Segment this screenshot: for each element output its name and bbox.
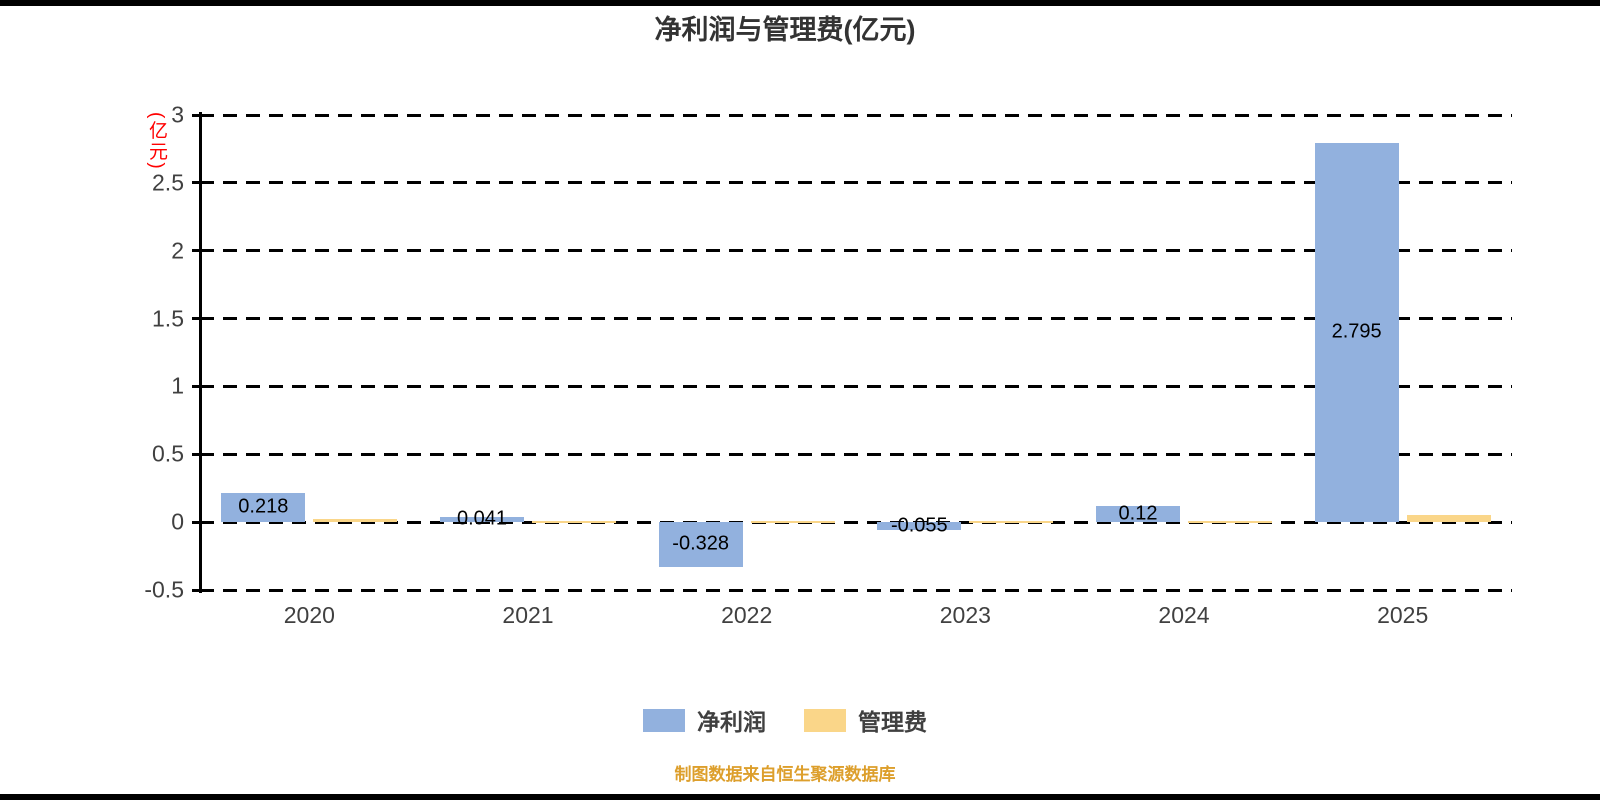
bar-series1-2020[interactable] — [221, 492, 306, 523]
bar-series2-2024[interactable] — [1188, 520, 1272, 523]
bar-value-label-2020: 0.218 — [238, 495, 289, 518]
bar-series2-2020[interactable] — [313, 519, 398, 523]
legend-item-management-fee[interactable]: 管理费 — [804, 703, 927, 737]
bar-series1-2025[interactable] — [1314, 142, 1399, 523]
y-tick-label: 0.5 — [152, 440, 184, 467]
bar-series2-2023[interactable] — [969, 521, 1054, 524]
bar-value-label-2023: -0.055 — [890, 514, 948, 537]
source-note: 制图数据来自恒生聚源数据库 — [674, 765, 896, 784]
x-tick-label-2022: 2022 — [721, 602, 773, 628]
y-tick-label: 2 — [171, 237, 184, 264]
x-tick-label-2024: 2024 — [1158, 602, 1210, 628]
gridline-y-3 — [200, 113, 1512, 117]
gridline-y-1.5 — [200, 317, 1512, 321]
x-tick-label-2025: 2025 — [1377, 602, 1429, 628]
y-tick-mark — [192, 384, 200, 388]
bar-value-label-2024: 0.12 — [1118, 502, 1158, 525]
x-tick-label-2021: 2021 — [502, 602, 554, 628]
bar-series1-2023[interactable] — [877, 522, 962, 530]
legend-swatch-management-fee — [804, 708, 846, 732]
y-tick-mark — [192, 181, 200, 185]
x-tick-label-2023: 2023 — [939, 602, 991, 628]
gridline-y-0 — [200, 520, 1512, 524]
y-tick-label: -0.5 — [144, 576, 184, 603]
bar-series1-2022[interactable] — [658, 522, 743, 567]
y-tick-mark — [192, 113, 200, 117]
top-border-line — [0, 0, 1600, 6]
bar-series2-2025[interactable] — [1406, 515, 1491, 523]
y-tick-label: 0 — [171, 508, 184, 535]
bar-value-label-2025: 2.795 — [1331, 320, 1382, 343]
y-tick-label: 1 — [171, 372, 184, 399]
bottom-border-line — [0, 794, 1600, 800]
bar-value-label-2022: -0.328 — [672, 532, 730, 555]
legend-swatch-net-profit — [643, 708, 685, 732]
y-tick-mark — [192, 588, 200, 592]
legend-label-management-fee: 管理费 — [858, 709, 927, 735]
y-tick-mark — [192, 520, 200, 524]
bar-series1-2021[interactable] — [440, 516, 524, 523]
y-tick-mark — [192, 249, 200, 253]
y-tick-label: 2.5 — [152, 169, 184, 196]
y-tick-mark — [192, 317, 200, 321]
y-axis-line — [199, 112, 202, 593]
bar-series2-2022[interactable] — [750, 521, 835, 524]
y-tick-label: 1.5 — [152, 305, 184, 332]
legend: 净利润 管理费 — [0, 703, 1570, 737]
x-tick-label-2020: 2020 — [283, 602, 335, 628]
gridline-y-2 — [200, 249, 1512, 253]
gridline-y-0.5 — [200, 452, 1512, 456]
y-axis-unit-label: (亿元) — [146, 112, 167, 171]
gridline-y-2.5 — [200, 181, 1512, 185]
chart-title: 净利润与管理费(亿元) — [654, 15, 916, 45]
gridline-y--0.5 — [200, 588, 1512, 592]
bar-series1-2024[interactable] — [1096, 505, 1180, 523]
bar-value-label-2021: 0.041 — [456, 507, 508, 530]
gridline-y-1 — [200, 384, 1512, 388]
legend-label-net-profit: 净利润 — [697, 709, 766, 735]
y-tick-mark — [192, 452, 200, 456]
y-tick-label: 3 — [171, 101, 184, 128]
bar-series2-2021[interactable] — [532, 521, 616, 524]
legend-item-net-profit[interactable]: 净利润 — [643, 703, 766, 737]
